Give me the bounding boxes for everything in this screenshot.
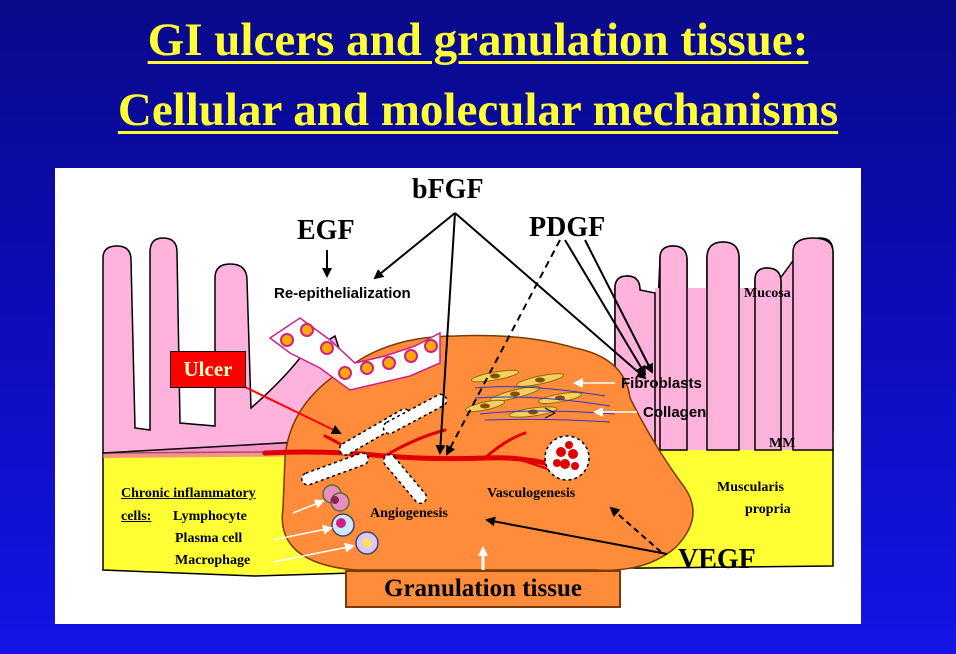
inflammatory-heading-2: cells:	[121, 509, 152, 524]
pdgf-label: PDGF	[529, 212, 606, 243]
right-villus-a	[659, 245, 688, 451]
diagram-panel: bFGF EGF PDGF VEGF Re-epithelialization …	[55, 168, 861, 624]
ulcer-arrow	[242, 385, 342, 435]
bfgf-to-angio-arrow	[435, 212, 456, 455]
epithelial-cells	[268, 317, 441, 391]
bfgf-to-fibro-arrow	[454, 212, 647, 380]
angiogenesis-label: Angiogenesis	[370, 506, 448, 521]
left-mucosa	[102, 237, 356, 454]
blood-island	[544, 435, 590, 481]
muscularis-label-2: propria	[745, 502, 791, 517]
fibroblasts-label: Fibroblasts	[621, 375, 702, 392]
macrophage-pointer	[272, 542, 355, 563]
lymphocyte-pointer	[292, 499, 325, 514]
muscularis-label-1: Muscularis	[717, 480, 784, 495]
right-villus-d	[792, 237, 834, 451]
macrophage-label: Macrophage	[175, 553, 251, 568]
vasculogenesis-label: Vasculogenesis	[487, 486, 576, 501]
bfgf-to-reepi-arrow	[373, 212, 456, 280]
ulcer-diagram	[102, 212, 834, 577]
pdgf-to-fibro-arrow-2	[584, 239, 653, 374]
granulation-tissue-label: Granulation tissue	[345, 570, 621, 608]
vegf-to-angio-arrow	[485, 516, 668, 555]
pdgf-dashed-arrow	[446, 239, 561, 456]
mm-label: MM	[769, 436, 796, 451]
plasma-cell-label: Plasma cell	[175, 531, 243, 546]
right-villus-c	[754, 267, 782, 451]
title-line-1: GI ulcers and granulation tissue:	[147, 14, 809, 66]
plasma-pointer	[272, 524, 333, 541]
ulcer-label: Ulcer	[170, 351, 246, 388]
pdgf-to-fibro-arrow-1	[564, 239, 647, 376]
title-line-2: Cellular and molecular mechanisms	[117, 84, 839, 136]
lymphocyte-label: Lymphocyte	[173, 509, 247, 524]
inflammatory-cells	[322, 484, 379, 555]
capillaries	[300, 393, 448, 505]
right-villus-b	[706, 241, 740, 451]
vegf-label: VEGF	[678, 544, 756, 575]
fibroblasts-collagen	[464, 369, 616, 423]
vegf-to-vasculo-arrow	[609, 506, 662, 553]
egf-label: EGF	[297, 215, 355, 246]
collagen-label: Collagen	[643, 404, 707, 421]
bfgf-label: bFGF	[412, 174, 484, 205]
inflammatory-heading-1: Chronic inflammatory	[121, 486, 256, 501]
reepithelialization-label: Re-epithelialization	[274, 285, 411, 302]
blood-vessels	[262, 428, 577, 480]
mucosa-label: Mucosa	[744, 286, 791, 301]
